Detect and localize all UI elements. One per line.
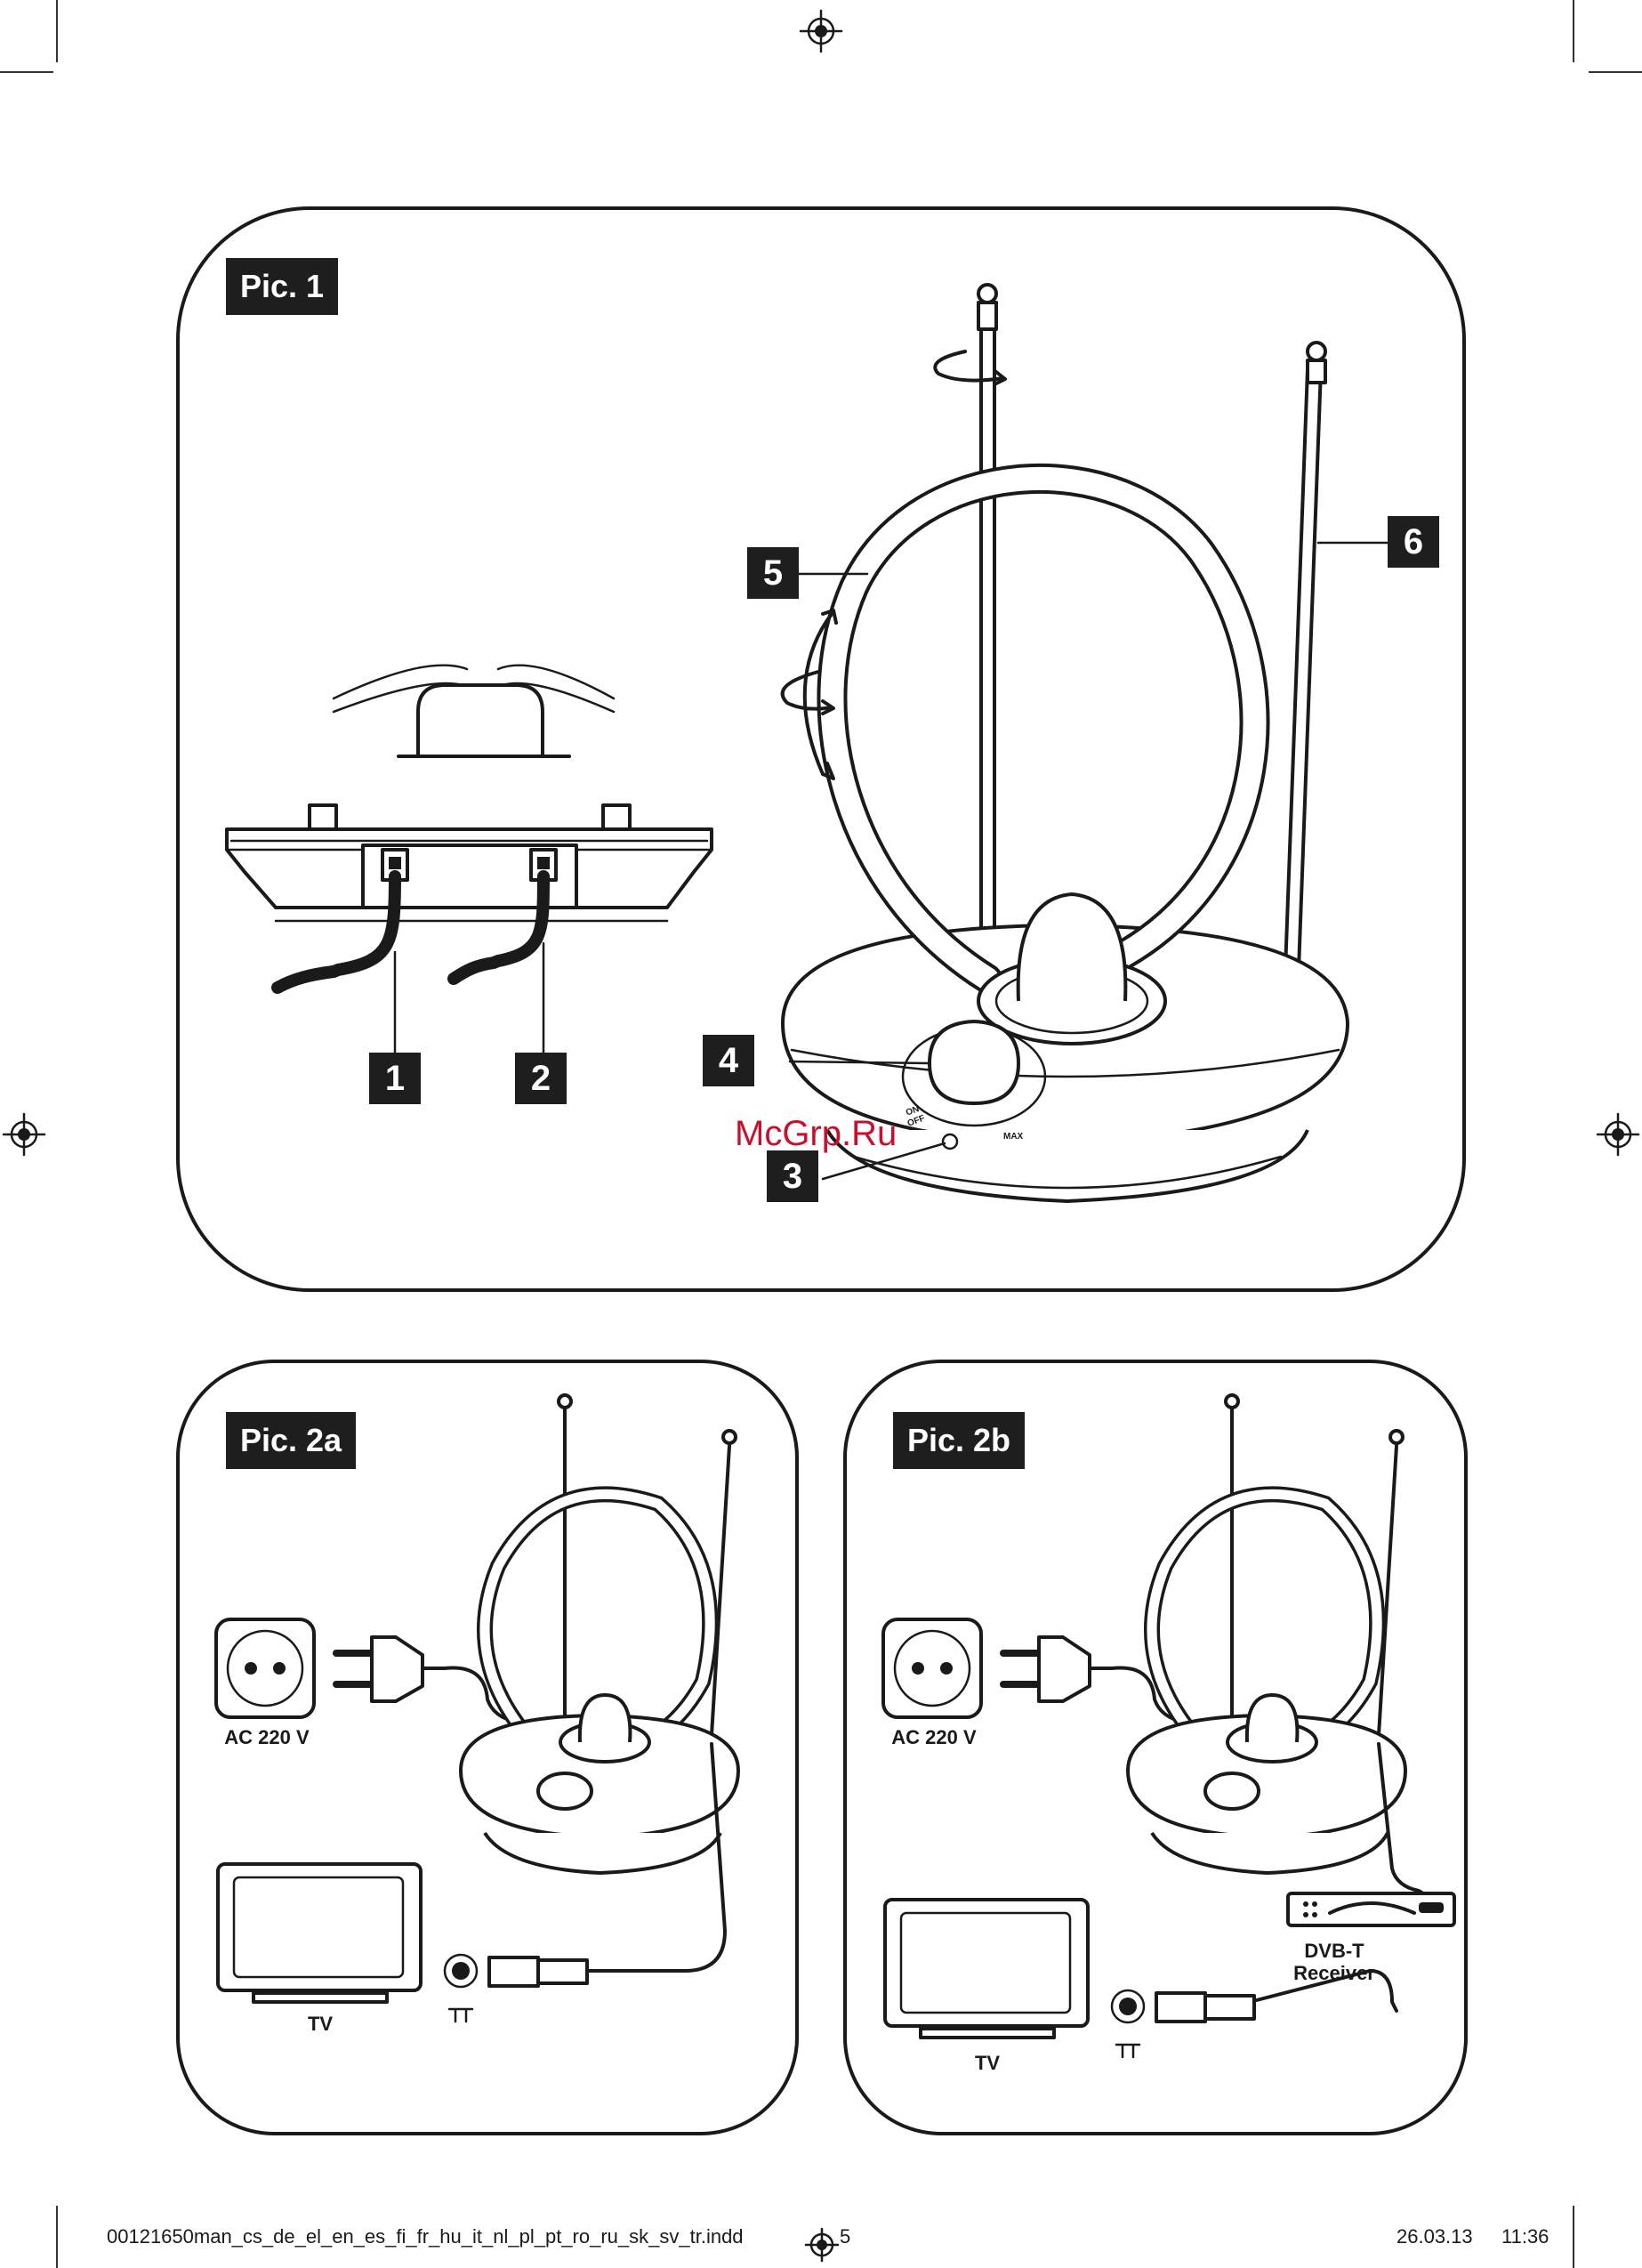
footer-date: 26.03.13: [1397, 2225, 1473, 2248]
footer-filename: 00121650man_cs_de_el_en_es_fi_fr_hu_it_n…: [107, 2225, 744, 2248]
pic2b-receiver-label: DVB-T Receiver: [1281, 1940, 1388, 1985]
footer-page-number: 5: [840, 2225, 850, 2248]
pic2b-power-label: AC 220 V: [881, 1726, 987, 1748]
registration-mark-bottom: [804, 2227, 840, 2263]
pic2b-tv-label: TV: [961, 2052, 1014, 2074]
footer-time: 11:36: [1501, 2225, 1549, 2248]
